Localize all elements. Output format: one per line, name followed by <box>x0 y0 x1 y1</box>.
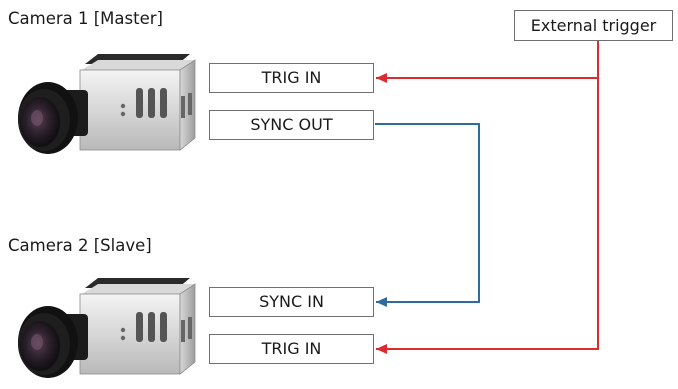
camera-1-trig-in-port: TRIG IN <box>209 63 374 93</box>
external-trigger-box: External trigger <box>514 10 673 41</box>
trigger-line <box>376 41 599 350</box>
camera-1-title: Camera 1 [Master] <box>8 9 163 28</box>
camera-1-image <box>18 54 196 154</box>
camera-2-title: Camera 2 [Slave] <box>8 236 152 255</box>
camera-1-trig-arrowhead <box>376 73 387 83</box>
camera-2-trig-arrowhead <box>376 344 387 354</box>
camera-2-sync-in-port: SYNC IN <box>209 287 374 317</box>
camera-2-image <box>18 278 196 378</box>
camera-1-sync-out-port: SYNC OUT <box>209 110 374 140</box>
sync-arrowhead <box>376 297 387 307</box>
camera-2-trig-in-port: TRIG IN <box>209 334 374 364</box>
sync-line <box>375 123 480 303</box>
